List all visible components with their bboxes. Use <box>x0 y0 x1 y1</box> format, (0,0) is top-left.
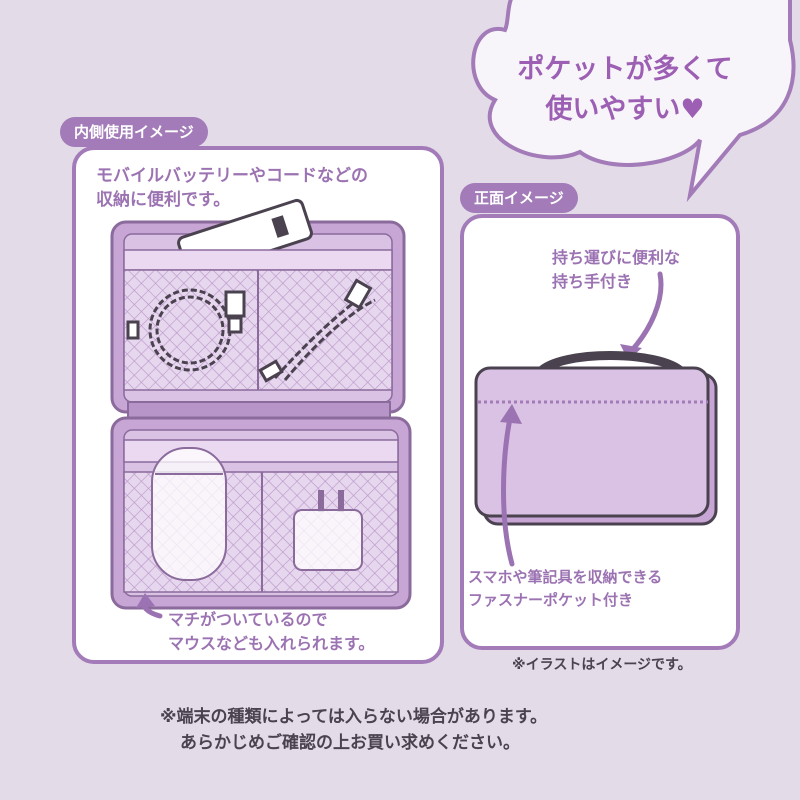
bubble-line2: 使いやすい♥ <box>545 94 705 125</box>
inner-caption-line1: モバイルバッテリーやコードなどの <box>96 166 368 186</box>
handle-icon <box>535 351 687 377</box>
bubble-line1: ポケットが多くて <box>517 54 733 85</box>
coiled-cable-icon <box>126 288 246 372</box>
inner-view-tag: 内側使用イメージ <box>60 117 208 147</box>
charger-plug-icon <box>293 490 363 571</box>
handle-caption-line1: 持ち運びに便利な <box>552 248 681 267</box>
inner-note-line1: マチがついているので <box>168 610 328 629</box>
inner-caption-line2: 収納に便利です。 <box>96 190 231 210</box>
inner-caption: モバイルバッテリーやコードなどの 収納に便利です。 <box>96 164 436 212</box>
front-view-tag: 正面イメージ <box>460 183 578 213</box>
bubble-text: ポケットが多くて 使いやすい♥ <box>480 50 770 130</box>
footer-line1: ※端末の種類によっては入らない場合があります。 <box>160 707 548 727</box>
pocket-caption: スマホや筆記具を収納できる ファスナーポケット付き <box>468 566 738 612</box>
mouse-icon <box>151 447 227 581</box>
handle-caption-line2: 持ち手付き <box>552 272 633 291</box>
pocket-caption-line2: ファスナーポケット付き <box>468 591 634 609</box>
handle-caption: 持ち運びに便利な 持ち手付き <box>552 246 732 294</box>
inner-note: マチがついているので マウスなども入れられます。 <box>168 608 438 656</box>
illustration-note: ※イラストはイメージです。 <box>512 657 692 673</box>
inner-note-line2: マウスなども入れられます。 <box>168 634 375 653</box>
pocket-arrow-icon <box>501 415 515 567</box>
handle-arrow-icon <box>629 271 664 353</box>
footer-note: ※端末の種類によっては入らない場合があります。 あらかじめご確認の上お買い求めく… <box>160 704 547 756</box>
bundled-cable-icon <box>258 278 376 383</box>
pocket-caption-line1: スマホや筆記具を収納できる <box>468 568 663 586</box>
footer-line2: あらかじめご確認の上お買い求めください。 <box>180 733 520 753</box>
